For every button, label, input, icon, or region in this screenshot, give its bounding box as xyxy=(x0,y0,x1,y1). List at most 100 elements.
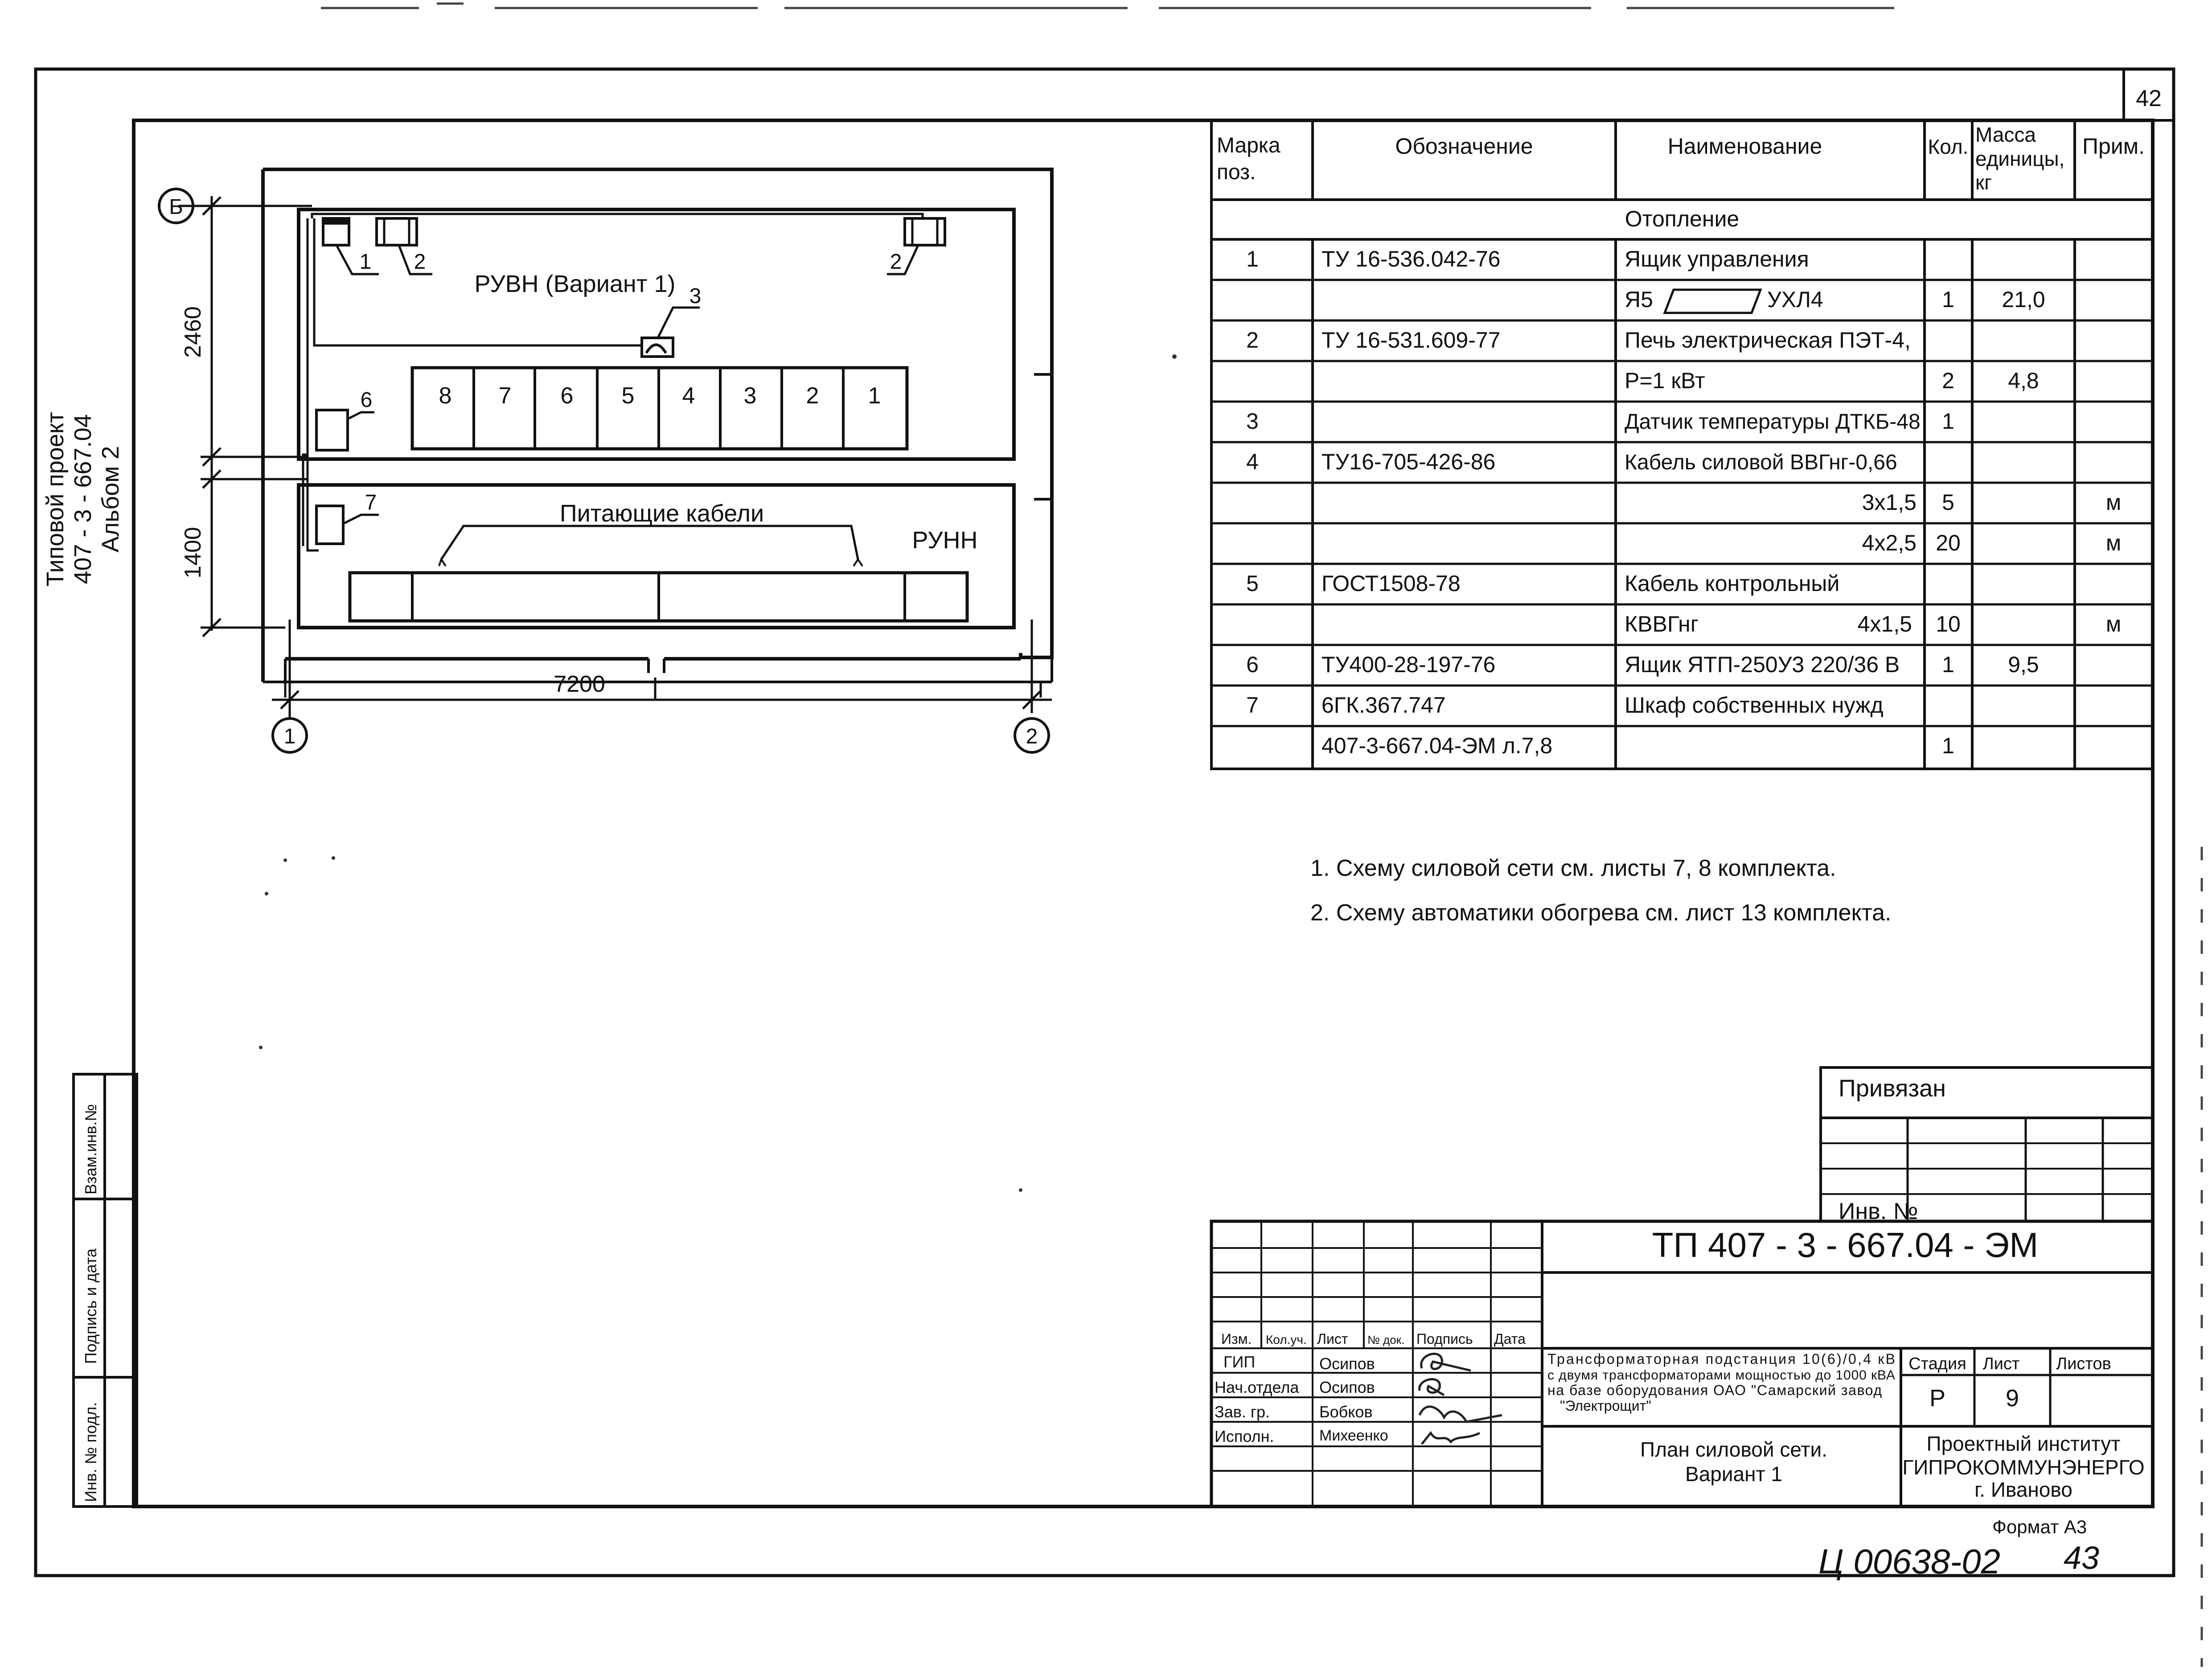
col-date: Дата xyxy=(1494,1331,1526,1347)
sheets-label: Листов xyxy=(2056,1355,2111,1373)
row4-qty: 2 xyxy=(1942,368,1954,393)
side-label-line1: Типовой проект xyxy=(42,412,69,587)
row7-qty: 5 xyxy=(1942,490,1954,515)
header-mark-1: Марка xyxy=(1217,134,1280,157)
handwritten-signatures xyxy=(1418,1352,1502,1445)
room-ruvn-label: РУВН (Вариант 1) xyxy=(475,271,676,297)
role-head: Нач.отдела xyxy=(1215,1378,1299,1396)
axis-1-bubble xyxy=(271,717,308,754)
scan-marks xyxy=(321,2,2203,1667)
cell-label-5: 5 xyxy=(622,383,635,409)
dim-2460: 2460 xyxy=(180,306,206,358)
lv-panels xyxy=(348,571,969,623)
stage-value: Р xyxy=(1929,1385,1945,1412)
row7-note: м xyxy=(2106,490,2121,515)
col-izm: Изм. xyxy=(1221,1331,1252,1347)
stage-label: Стадия xyxy=(1908,1355,1966,1373)
binding-title: Привязан xyxy=(1839,1075,1946,1102)
feeder-cables-label: Питающие кабели xyxy=(560,500,764,527)
cell-label-4: 4 xyxy=(682,383,695,409)
row6-name: Кабель силовой ВВГнг-0,66 xyxy=(1625,451,1897,474)
cell-label-7: 7 xyxy=(499,383,512,409)
row11-mark: 6 xyxy=(1246,652,1259,677)
inner-frame xyxy=(132,119,2155,1508)
row4-mass: 4,8 xyxy=(2008,368,2039,393)
header-mark-2: поз. xyxy=(1217,160,1256,184)
sheet-value: 9 xyxy=(2006,1385,2019,1412)
table-row: 5 ГОСТ1508-78 Кабель контрольный xyxy=(1246,571,1839,596)
outer-frame xyxy=(34,67,2175,1577)
callout-2b: 2 xyxy=(890,250,902,274)
table-row: 407-3-667.04-ЭМ л.7,8 1 xyxy=(1321,733,1954,758)
sheet-label: Лист xyxy=(1983,1355,2020,1373)
blank-field-parallelogram xyxy=(1663,288,1762,314)
heater-2b xyxy=(903,217,946,246)
callout-7: 7 xyxy=(365,491,377,514)
role-gip: ГИП xyxy=(1223,1353,1255,1371)
room-runn xyxy=(297,483,1016,629)
table-row: КВВГнг 4х1,5 10 м xyxy=(1625,612,2121,636)
callout-1: 1 xyxy=(360,250,372,274)
object-line-2: с двумя трансформаторами мощностью до 10… xyxy=(1547,1368,1895,1383)
note-1: 1. Схему силовой сети см. листы 7, 8 ком… xyxy=(1310,855,1836,881)
sheet-number-box: 42 xyxy=(2122,68,2175,122)
section-heating: Отопление xyxy=(1625,206,1739,231)
drawing-title-2: Вариант 1 xyxy=(1685,1462,1782,1486)
name-head: Осипов xyxy=(1319,1378,1375,1396)
spec-table: Марка поз. Обозначение Наименование Кол.… xyxy=(1210,119,2154,770)
row11-qty: 1 xyxy=(1942,652,1954,677)
table-row: 6 ТУ400-28-197-76 Ящик ЯТП-250У3 220/36 … xyxy=(1246,652,2039,677)
format-label: Формат А3 xyxy=(1992,1516,2087,1537)
transformer-box-6 xyxy=(315,409,349,452)
row2-mass: 21,0 xyxy=(2002,287,2045,312)
side-stamp: Взам.инв.№ Подпись и дата Инв. № подл. xyxy=(72,1073,138,1508)
dim-1400: 1400 xyxy=(180,527,206,579)
row8-name: 4х2,5 xyxy=(1862,530,1917,555)
header-mass-1: Масса xyxy=(1975,123,2036,146)
room-ruvn xyxy=(297,208,1016,461)
row3-name: Печь электрическая ПЭТ-4, xyxy=(1625,328,1911,353)
row7-name: 3х1,5 xyxy=(1862,490,1917,515)
name-executor: Михеенко xyxy=(1319,1427,1388,1444)
object-line-1: Трансформаторная подстанция 10(6)/0,4 кВ xyxy=(1547,1351,1895,1367)
table-row: Р=1 кВт 2 4,8 xyxy=(1625,368,2039,393)
role-group: Зав. гр. xyxy=(1215,1403,1270,1421)
row11-designation: ТУ400-28-197-76 xyxy=(1321,652,1495,677)
header-qty: Кол. xyxy=(1928,135,1969,158)
table-row: 1 ТУ 16-536.042-76 Ящик управления xyxy=(1246,246,1809,271)
row6-designation: ТУ16-705-426-86 xyxy=(1321,449,1495,474)
role-executor: Исполн. xyxy=(1215,1427,1274,1445)
drawing-title-1: План силовой сети. xyxy=(1640,1438,1827,1461)
row6-mark: 4 xyxy=(1246,449,1259,474)
callouts xyxy=(335,244,919,525)
switchgear-cells: 8 7 6 5 4 3 2 1 xyxy=(410,366,909,451)
row12-name: Шкаф собственных нужд xyxy=(1625,693,1884,718)
row5-name: Датчик температуры ДТКБ-48 xyxy=(1625,410,1921,434)
row10-name: КВВГнг xyxy=(1625,612,1699,636)
name-group: Бобков xyxy=(1319,1403,1373,1421)
header-name: Наименование xyxy=(1668,134,1822,159)
handwritten-code: Ц 00638-02 xyxy=(1818,1542,2000,1581)
row1-designation: ТУ 16-536.042-76 xyxy=(1321,246,1500,271)
row2-qty: 1 xyxy=(1942,287,1954,312)
note-2: 2. Схему автоматики обогрева см. лист 13… xyxy=(1310,900,1891,926)
object-line-3: на базе оборудования ОАО "Самарский заво… xyxy=(1547,1382,1882,1398)
callout-6: 6 xyxy=(361,388,373,412)
row13-qty: 1 xyxy=(1942,733,1954,758)
row8-qty: 20 xyxy=(1936,530,1961,555)
title-block: ТП 407 - 3 - 667.04 - ЭМ Изм. Кол.уч. Ли… xyxy=(1210,1219,2155,1508)
row5-qty: 1 xyxy=(1942,409,1954,434)
row9-mark: 5 xyxy=(1246,571,1259,596)
aux-cabinet-7 xyxy=(315,505,345,545)
cell-label-1: 1 xyxy=(868,383,881,409)
handwritten-page: 43 xyxy=(2064,1540,2099,1576)
header-mass-3: кг xyxy=(1975,171,1992,194)
row4-name: Р=1 кВт xyxy=(1625,368,1705,393)
header-designation: Обозначение xyxy=(1395,134,1533,159)
dim-7200: 7200 xyxy=(554,671,605,697)
binding-block: Привязан Инв. № xyxy=(1819,1066,2154,1224)
col-signature: Подпись xyxy=(1416,1331,1473,1347)
object-line-4: "Электрощит" xyxy=(1560,1398,1651,1414)
callout-2a: 2 xyxy=(414,250,426,274)
